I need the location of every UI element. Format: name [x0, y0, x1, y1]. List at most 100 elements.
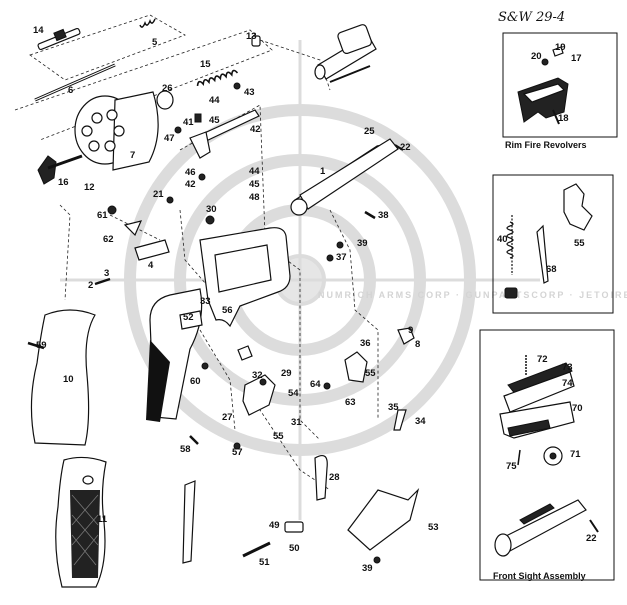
callout-39: 39 — [357, 238, 368, 249]
inset-front-sight: Front Sight Assembly — [479, 329, 615, 581]
callout-10: 10 — [63, 374, 74, 385]
hammer-part — [344, 351, 368, 383]
inset-front-sight-callout-70: 70 — [572, 403, 583, 414]
callout-25: 25 — [364, 126, 375, 137]
callout-50: 50 — [289, 543, 300, 554]
callout-15: 15 — [200, 59, 211, 70]
callout-3: 3 — [104, 268, 109, 279]
callout-41: 41 — [183, 117, 194, 128]
callout-54: 54 — [288, 388, 299, 399]
callout-33: 33 — [200, 296, 211, 307]
inset-rim-fire-callout-19: 19 — [555, 42, 566, 53]
callout-48: 48 — [249, 192, 260, 203]
callout-12: 12 — [84, 182, 95, 193]
callout-44: 44 — [209, 95, 220, 106]
trigger-part-55 — [563, 183, 593, 231]
rear-sight-slide-part — [503, 371, 575, 413]
callout-39: 39 — [362, 563, 373, 574]
inset-front-sight-callout-74: 74 — [562, 378, 573, 389]
callout-61: 61 — [97, 210, 108, 221]
callout-6: 6 — [68, 85, 73, 96]
inset-front-sight-callout-75: 75 — [506, 461, 517, 472]
callout-53: 53 — [428, 522, 439, 533]
inset-front-sight-callout-22: 22 — [586, 533, 597, 544]
callout-55: 55 — [273, 431, 284, 442]
callout-22: 22 — [400, 142, 411, 153]
callout-16: 16 — [58, 177, 69, 188]
rebound-slide-part — [314, 455, 328, 501]
callout-60: 60 — [190, 376, 201, 387]
inset-callout-labels: 20 19 17 18 40 68 55 72 73 74 70 75 71 22 — [497, 42, 597, 544]
diagram-title: S&W 29-4 — [498, 10, 565, 25]
inset-middle — [492, 174, 614, 314]
callout-30: 30 — [206, 204, 217, 215]
yoke-part — [182, 480, 196, 564]
callout-51: 51 — [259, 557, 270, 568]
trigger-part — [242, 374, 276, 416]
callout-57: 57 — [232, 447, 243, 458]
callout-62: 62 — [103, 234, 114, 245]
inset-front-sight-callout-73: 73 — [562, 362, 573, 373]
sideplate-part — [347, 487, 420, 551]
inset-middle-callout-55: 55 — [574, 238, 585, 249]
callout-9: 9 — [408, 325, 413, 336]
inset-rim-fire: Rim Fire Revolvers — [502, 32, 618, 150]
callout-58: 58 — [180, 444, 191, 455]
callout-31: 31 — [291, 417, 302, 428]
callout-28: 28 — [329, 472, 340, 483]
callout-34: 34 — [415, 416, 426, 427]
inset-middle-callout-68: 68 — [546, 264, 557, 275]
callout-63: 63 — [345, 397, 356, 408]
guide-lines — [14, 14, 379, 491]
extractor-part — [37, 155, 57, 185]
rebound-rod-part — [536, 224, 549, 284]
callout-52: 52 — [183, 312, 194, 323]
callout-64: 64 — [310, 379, 321, 390]
inset-front-sight-callout-72: 72 — [537, 354, 548, 365]
front-sight-caption: Front Sight Assembly — [493, 571, 586, 581]
callout-32: 32 — [252, 370, 263, 381]
callout-36: 36 — [360, 338, 371, 349]
callout-11: 11 — [97, 514, 108, 525]
callout-13: 13 — [246, 31, 257, 42]
watermark-text: NUMRICH ARMS CORP · GUNPARTSCORP · JETOI… — [318, 290, 627, 300]
inset-front-sight-callout-71: 71 — [570, 449, 581, 460]
callout-1: 1 — [320, 166, 326, 177]
callout-29: 29 — [281, 368, 292, 379]
target-grip-part — [30, 309, 96, 446]
inset-rim-fire-callout-20: 20 — [531, 51, 542, 62]
callout-43: 43 — [244, 87, 255, 98]
spring-part-40 — [506, 221, 514, 259]
parts-artwork — [27, 18, 420, 588]
callout-45: 45 — [209, 115, 220, 126]
callout-8: 8 — [415, 339, 420, 350]
inset-middle-callout-40: 40 — [497, 234, 508, 245]
inset-rim-fire-callout-17: 17 — [571, 53, 582, 64]
callout-42: 42 — [185, 179, 196, 190]
callout-37: 37 — [336, 252, 347, 263]
callout-2: 2 — [88, 280, 93, 291]
callout-49: 49 — [269, 520, 280, 531]
callout-14: 14 — [33, 25, 44, 36]
callout-55: 55 — [365, 368, 376, 379]
callout-56: 56 — [222, 305, 233, 316]
callout-4: 4 — [148, 260, 154, 271]
callout-26: 26 — [162, 83, 173, 94]
rim-fire-caption: Rim Fire Revolvers — [505, 140, 587, 150]
callout-46: 46 — [185, 167, 196, 178]
callout-59: 59 — [36, 340, 47, 351]
callout-44: 44 — [249, 166, 260, 177]
callout-35: 35 — [388, 402, 399, 413]
plunger-part — [504, 287, 518, 299]
callout-42: 42 — [250, 124, 261, 135]
callout-5: 5 — [152, 37, 158, 48]
callout-7: 7 — [130, 150, 135, 161]
callout-27: 27 — [222, 412, 233, 423]
inset-rim-fire-callout-18: 18 — [558, 113, 569, 124]
callout-47: 47 — [164, 133, 175, 144]
mainspring-part — [196, 69, 239, 87]
callout-21: 21 — [153, 189, 164, 200]
